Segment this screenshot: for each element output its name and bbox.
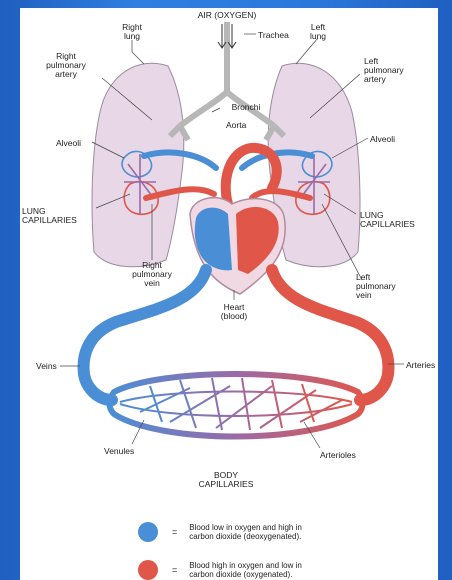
legend-oxygenated-text: Blood high in oxygen and low in carbon d… (189, 561, 389, 579)
body-capillary-bed (110, 374, 363, 437)
label-aorta: Aorta (226, 120, 247, 130)
label-venules: Venules (104, 446, 134, 456)
heart-right-side (195, 208, 232, 271)
label-arterioles: Arterioles (320, 450, 356, 460)
label-bronchi: Bronchi (232, 102, 261, 112)
legend-deoxygenated-text: Blood low in oxygen and high in carbon d… (189, 523, 389, 541)
label-veins: Veins (36, 361, 57, 371)
label-lung-capillaries-left-line2: CAPILLARIES (22, 215, 77, 225)
diagram-panel: AIR (OXYGEN) Trachea Right lung Left lun… (20, 8, 438, 580)
right-lung-shape (92, 63, 184, 266)
label-right-lung-line2: lung (124, 31, 140, 41)
label-right-pulmonary-vein-line3: vein (144, 278, 160, 288)
label-left-lung-line2: lung (310, 31, 326, 41)
label-heart-line2: (blood) (221, 311, 248, 321)
label-trachea: Trachea (258, 30, 289, 40)
legend-deoxygenated-line1: Blood low in oxygen and high in (189, 523, 389, 532)
body-capillary-mesh (120, 378, 352, 430)
deoxygenated-color-swatch (138, 522, 158, 542)
label-alveoli-left: Alveoli (56, 138, 81, 148)
circulation-diagram: AIR (OXYGEN) Trachea Right lung Left lun… (20, 8, 438, 580)
legend-equals: = (172, 527, 177, 537)
label-alveoli-right: Alveoli (370, 134, 395, 144)
label-arteries: Arteries (406, 360, 435, 370)
label-body-capillaries-line2: CAPILLARIES (199, 479, 254, 489)
label-lung-capillaries-right-line2: CAPILLARIES (360, 219, 415, 229)
legend-deoxygenated: = Blood low in oxygen and high in carbon… (138, 522, 389, 542)
legend-oxygenated-line2: carbon dioxide (oxygenated). (189, 570, 389, 579)
label-left-pulmonary-vein-line3: vein (356, 290, 372, 300)
legend-equals: = (172, 565, 177, 575)
oxygenated-color-swatch (138, 560, 158, 580)
label-left-pulmonary-artery-line3: artery (364, 74, 386, 84)
label-right-pulmonary-artery-line3: artery (55, 69, 77, 79)
legend-deoxygenated-line2: carbon dioxide (deoxygenated). (189, 532, 389, 541)
legend-oxygenated: = Blood high in oxygen and low in carbon… (138, 560, 389, 580)
label-air: AIR (OXYGEN) (198, 10, 257, 20)
legend-oxygenated-line1: Blood high in oxygen and low in (189, 561, 389, 570)
